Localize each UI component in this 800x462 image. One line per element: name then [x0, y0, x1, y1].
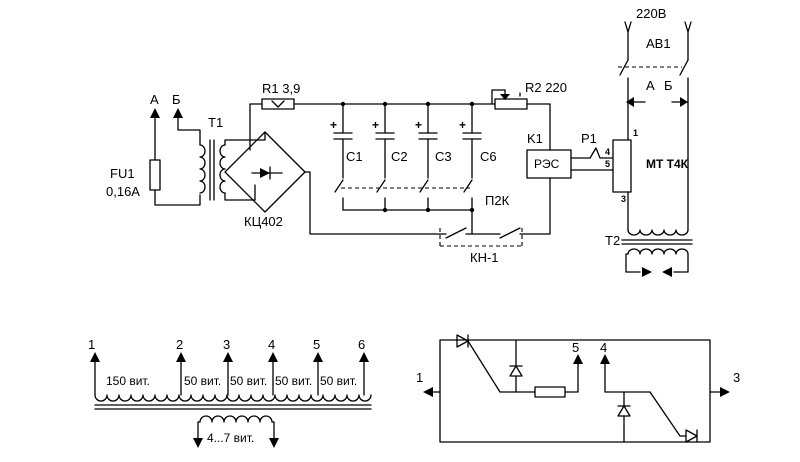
tap-6: 6 — [358, 337, 365, 352]
r2-label: R2 220 — [525, 80, 567, 95]
module-pin5: 5 — [605, 159, 610, 169]
tap-2: 2 — [176, 337, 183, 352]
supply-label-a: А — [150, 92, 159, 107]
capacitor-c3: + C3 — [415, 103, 452, 211]
module-pin4: 4 — [605, 147, 610, 157]
module-diagram: 1 3 5 4 — [416, 334, 740, 443]
mains-label-a: А — [646, 78, 655, 93]
thyristor-module: 1 3 4 5 МТ Т4К — [605, 128, 689, 231]
resistor-r2: R2 220 — [491, 80, 567, 151]
secondary-label: 4...7 вит. — [207, 431, 254, 445]
module-diagram-pin4: 4 — [600, 340, 607, 355]
section-1: 150 вит. — [106, 374, 150, 388]
tap-1: 1 — [88, 337, 95, 352]
module-pin3: 3 — [621, 194, 626, 204]
resistor-r1: R1 3,9 — [249, 81, 496, 151]
section-4: 50 вит. — [275, 374, 312, 388]
mains-label-b: Б — [664, 78, 673, 93]
fuse-rating: 0,16А — [106, 184, 140, 199]
c6-label: C6 — [480, 149, 497, 164]
fuse-fu1: FU1 0,16А — [106, 159, 201, 206]
p2k-label: П2К — [485, 193, 510, 208]
mains-voltage: 220В — [636, 6, 666, 21]
button-kn1: КН-1 — [439, 227, 523, 265]
transformer-t1: T1 — [199, 115, 266, 201]
transformer-t2: T2 — [605, 229, 693, 277]
k1-ref: K1 — [527, 131, 543, 146]
switch-p2k-ganged: П2К — [341, 187, 510, 208]
supply-label-b: Б — [172, 92, 181, 107]
c2-plus: + — [372, 118, 379, 132]
capacitor-c6: + C6 — [459, 103, 497, 235]
section-3: 50 вит. — [230, 374, 267, 388]
breaker-ref: АВ1 — [646, 36, 671, 51]
bridge-kc402: КЦ402 — [224, 131, 441, 235]
r1-label: R1 3,9 — [262, 81, 300, 96]
fuse-ref: FU1 — [110, 166, 135, 181]
p1-ref: P1 — [581, 131, 597, 146]
section-2: 50 вит. — [184, 374, 221, 388]
tap-5: 5 — [313, 337, 320, 352]
c1-plus: + — [330, 118, 337, 132]
section-5: 50 вит. — [320, 374, 357, 388]
c3-label: C3 — [435, 149, 452, 164]
c3-plus: + — [415, 118, 422, 132]
k1-body: РЭС — [534, 157, 560, 171]
capacitor-bank: + C1 + C2 + C3 — [330, 103, 497, 235]
bridge-ref: КЦ402 — [244, 214, 283, 229]
kn1-label: КН-1 — [470, 250, 499, 265]
capacitor-c1: + C1 — [330, 103, 363, 211]
winding-diagram: 1 2 3 4 5 6 150 вит. 50 вит. 50 вит. 50 … — [88, 337, 372, 448]
mains-input: 220В АВ1 А Б — [618, 6, 692, 231]
tap-3: 3 — [223, 337, 230, 352]
module-diagram-pin5: 5 — [572, 340, 579, 355]
c2-label: C2 — [391, 149, 408, 164]
module-label: МТ Т4К — [646, 157, 689, 171]
t2-ref: T2 — [605, 233, 620, 248]
module-diagram-pin3: 3 — [733, 370, 740, 385]
relay-contact-p1: P1 — [570, 131, 614, 171]
supply-input: А Б — [150, 92, 201, 161]
module-pin1: 1 — [633, 128, 638, 138]
relay-k1: РЭС K1 — [519, 131, 572, 235]
c1-label: C1 — [346, 149, 363, 164]
capacitor-c2: + C2 — [372, 103, 408, 211]
module-diagram-pin1: 1 — [416, 370, 423, 385]
t1-ref: T1 — [208, 115, 223, 130]
c6-plus: + — [459, 118, 466, 132]
tap-4: 4 — [268, 337, 275, 352]
